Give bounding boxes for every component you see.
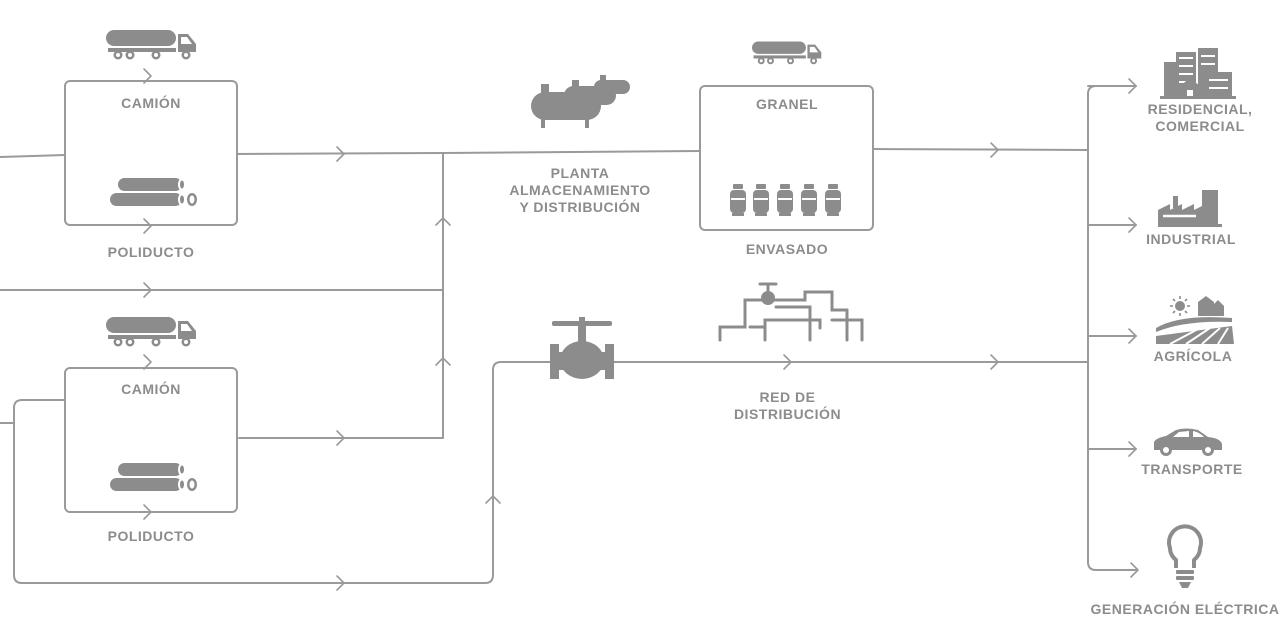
camion-top-label: CAMIÓN [121, 95, 181, 111]
granel-label: GRANEL [755, 96, 819, 112]
top-transport-box [64, 80, 238, 226]
plant-output-box [699, 85, 874, 231]
poliducto-bottom-label: POLIDUCTO [107, 528, 195, 544]
pipes-icon [110, 463, 197, 491]
planta-label: PLANTA ALMACENAMIENTO Y DISTRIBUCIÓN [495, 165, 665, 216]
pipe-network-icon [718, 282, 864, 342]
planta-line-3: Y DISTRIBUCIÓN [519, 199, 641, 215]
tanker-truck-icon [752, 41, 822, 65]
planta-line-2: ALMACENAMIENTO [509, 182, 651, 198]
camion-bottom-label: CAMIÓN [121, 381, 181, 397]
envasado-label: ENVASADO [745, 241, 829, 257]
flow-arrows [143, 68, 1139, 591]
buildings-icon [1160, 48, 1236, 99]
bottom-transport-box [64, 367, 238, 513]
red-distribucion-label: RED DE DISTRIBUCIÓN [715, 389, 860, 423]
transporte-label: TRANSPORTE [1141, 461, 1243, 477]
residencial-line-2: COMERCIAL [1155, 118, 1245, 134]
red-line-1: RED DE [759, 389, 816, 405]
gas-cylinders-icon [730, 184, 841, 216]
valve-icon [550, 317, 614, 379]
planta-line-1: PLANTA [550, 165, 610, 181]
car-icon [1154, 428, 1222, 456]
tanker-truck-icon [106, 30, 196, 60]
tanker-truck-icon [106, 317, 196, 347]
pipes-icon [110, 178, 197, 206]
red-line-2: DISTRIBUCIÓN [733, 406, 842, 422]
residencial-line-1: RESIDENCIAL, [1147, 101, 1253, 117]
generacion-label: GENERACIÓN ELÉCTRICA [1090, 601, 1280, 617]
residencial-label: RESIDENCIAL, COMERCIAL [1130, 101, 1270, 135]
flow-lines [0, 85, 1137, 584]
agricola-label: AGRÍCOLA [1153, 348, 1233, 364]
factory-icon [1158, 190, 1222, 227]
storage-tanks-icon [531, 75, 630, 128]
poliducto-top-label: POLIDUCTO [107, 244, 195, 260]
farm-icon [1156, 296, 1234, 345]
industrial-label: INDUSTRIAL [1146, 231, 1236, 247]
lightbulb-icon [1167, 524, 1203, 588]
